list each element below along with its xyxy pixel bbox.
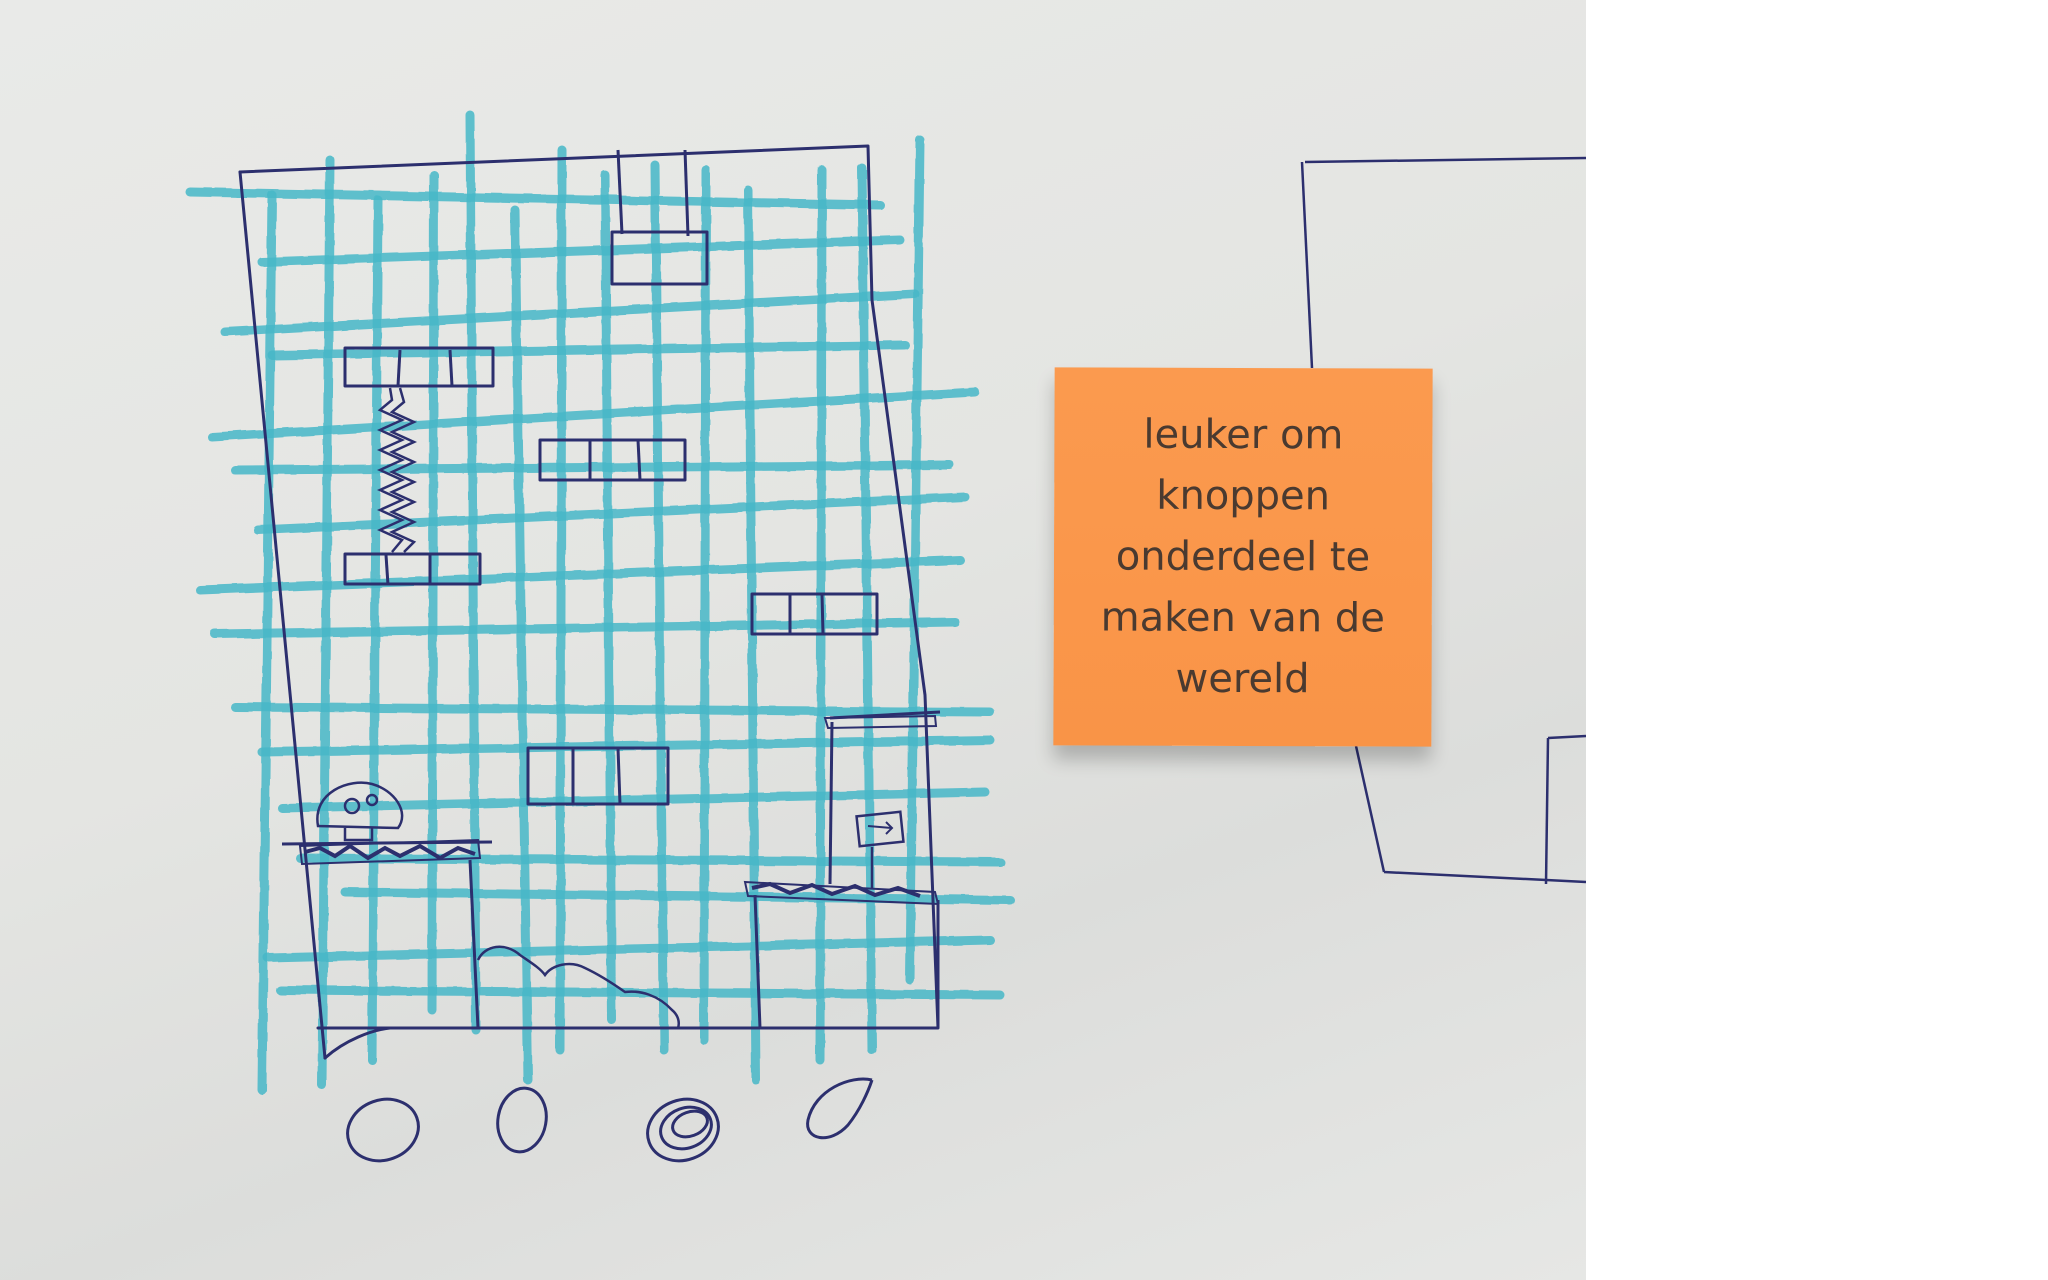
control-button-2 [496,1086,548,1154]
whiteboard-photo: leuker om knoppen onderdeel te maken van… [0,0,1586,1280]
spring [376,387,418,553]
sketch-drawing [185,110,1586,1163]
flag [855,810,905,888]
blank-margin [1586,0,2048,1280]
phone-frame [238,144,940,1060]
background-frame [1300,156,1586,885]
platform-blocks [343,149,879,806]
control-button-1 [346,1097,420,1163]
sticky-note: leuker om knoppen onderdeel te maken van… [1053,367,1433,747]
bush [476,945,680,1029]
mushroom [316,781,404,842]
sticky-note-text: leuker om knoppen onderdeel te maken van… [1100,411,1385,702]
control-button-3 [646,1097,720,1163]
control-button-4 [806,1077,874,1140]
control-buttons [346,1077,874,1163]
ground [281,710,941,1029]
